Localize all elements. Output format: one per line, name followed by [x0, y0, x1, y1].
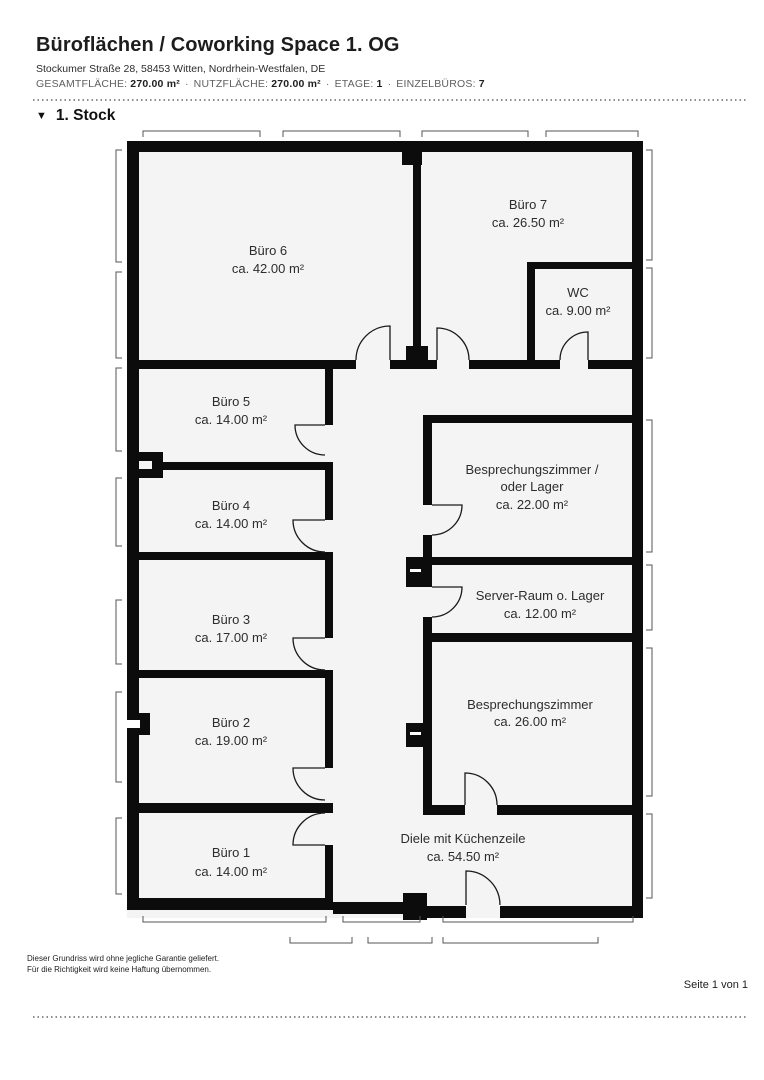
meta-value-nutzflaeche: 270.00 m²	[271, 78, 321, 90]
floor-section-heading: ▼ 1. Stock	[36, 107, 115, 125]
room-name: Büro 4	[212, 498, 250, 513]
room-name: Büro 3	[212, 612, 250, 627]
page-number: Seite 1 von 1	[683, 979, 748, 991]
floor-title: 1. Stock	[55, 107, 116, 124]
room-name: Büro 1	[212, 845, 250, 860]
door-arc-buero-5	[294, 424, 326, 456]
room-name: Server-Raum o. Lager	[476, 588, 605, 603]
room-area: ca. 19.00 m²	[195, 733, 268, 748]
room-name-line2: oder Lager	[501, 479, 565, 494]
page-title: Büroflächen / Coworking Space 1. OG	[36, 34, 400, 56]
room-name: WC	[567, 285, 589, 300]
room-label-besprechungszimmer-oder-lager: Besprechungszimmer / oder Lager ca. 22.0…	[466, 462, 599, 512]
meta-line: GESAMTFLÄCHE:270.00 m²·NUTZFLÄCHE:270.00…	[36, 78, 485, 91]
door-arc-besprechungszimmer	[464, 772, 498, 806]
room-name: Büro 2	[212, 715, 250, 730]
triangle-down-icon: ▼	[36, 110, 47, 122]
room-name: Büro 7	[509, 197, 547, 212]
meta-separator: ·	[387, 78, 392, 90]
disclaimer-line2: Für die Richtigkeit wird keine Haftung ü…	[27, 965, 212, 974]
meta-value-etage: 1	[376, 78, 383, 90]
walls	[127, 141, 643, 920]
floor-plan: Büro 6 ca. 42.00 m² Büro 7 ca. 26.50 m² …	[115, 130, 653, 944]
room-area: ca. 22.00 m²	[496, 497, 569, 512]
meta-value-gesamtflaeche: 270.00 m²	[130, 78, 180, 90]
room-area: ca. 26.50 m²	[492, 215, 565, 230]
room-area: ca. 42.00 m²	[232, 261, 305, 276]
room-area: ca. 26.00 m²	[494, 714, 567, 729]
room-label-buero-6: Büro 6 ca. 42.00 m²	[232, 243, 305, 276]
meta-separator: ·	[325, 78, 330, 90]
door-arc-server-raum	[431, 586, 463, 618]
address-line: Stockumer Straße 28, 58453 Witten, Nordr…	[36, 63, 326, 75]
door-arc-entrance	[465, 870, 501, 906]
room-area: ca. 14.00 m²	[195, 516, 268, 531]
dimension-lines	[115, 130, 653, 944]
door-arc-buero-2	[292, 767, 326, 801]
room-label-buero-3: Büro 3 ca. 17.00 m²	[195, 612, 268, 645]
door-arc-buero-3	[292, 637, 326, 671]
door-arc-buero-1	[292, 812, 326, 846]
floor-area	[127, 141, 643, 918]
wall-notches	[127, 569, 421, 735]
room-area: ca. 54.50 m²	[427, 849, 500, 864]
door-arc-buero-6	[355, 325, 391, 361]
room-label-buero-2: Büro 2 ca. 19.00 m²	[195, 715, 268, 748]
room-name: Besprechungszimmer	[467, 697, 593, 712]
room-area: ca. 17.00 m²	[195, 630, 268, 645]
meta-value-einzelbueros: 7	[478, 78, 485, 90]
room-label-server-raum: Server-Raum o. Lager ca. 12.00 m²	[476, 588, 605, 621]
disclaimer-line1: Dieser Grundriss wird ohne jegliche Gara…	[27, 954, 220, 963]
room-name: Büro 5	[212, 394, 250, 409]
room-label-buero-5: Büro 5 ca. 14.00 m²	[195, 394, 268, 427]
door-arc-buero-4	[292, 519, 326, 553]
disclaimer: Dieser Grundriss wird ohne jegliche Gara…	[27, 953, 219, 975]
room-name: Diele mit Küchenzeile	[400, 831, 525, 846]
meta-label-nutzflaeche: NUTZFLÄCHE:	[193, 78, 269, 90]
meta-label-gesamtflaeche: GESAMTFLÄCHE:	[36, 78, 128, 90]
room-labels: Büro 6 ca. 42.00 m² Büro 7 ca. 26.50 m² …	[195, 197, 611, 879]
room-label-buero-7: Büro 7 ca. 26.50 m²	[492, 197, 565, 230]
room-label-buero-1: Büro 1 ca. 14.00 m²	[195, 845, 268, 879]
meta-label-etage: ETAGE:	[334, 78, 374, 90]
door-arc-besprechungszimmer-oder-lager	[431, 504, 463, 536]
meta-separator: ·	[184, 78, 189, 90]
room-label-besprechungszimmer: Besprechungszimmer ca. 26.00 m²	[467, 697, 593, 729]
room-area: ca. 12.00 m²	[504, 606, 577, 621]
room-area: ca. 14.00 m²	[195, 412, 268, 427]
room-label-buero-4: Büro 4 ca. 14.00 m²	[195, 498, 268, 531]
separator-bottom	[33, 1016, 748, 1018]
room-label-wc: WC ca. 9.00 m²	[545, 285, 611, 318]
room-name: Büro 6	[249, 243, 287, 258]
separator-top	[33, 99, 748, 101]
room-area: ca. 14.00 m²	[195, 864, 268, 879]
room-label-diele: Diele mit Küchenzeile ca. 54.50 m²	[400, 831, 525, 864]
room-area: ca. 9.00 m²	[545, 303, 611, 318]
meta-label-einzelbueros: EINZELBÜROS:	[396, 78, 476, 90]
room-name: Besprechungszimmer /	[466, 462, 599, 477]
door-arc-wc	[559, 331, 589, 361]
door-arcs	[292, 325, 589, 906]
door-arc-buero-7	[436, 327, 470, 361]
